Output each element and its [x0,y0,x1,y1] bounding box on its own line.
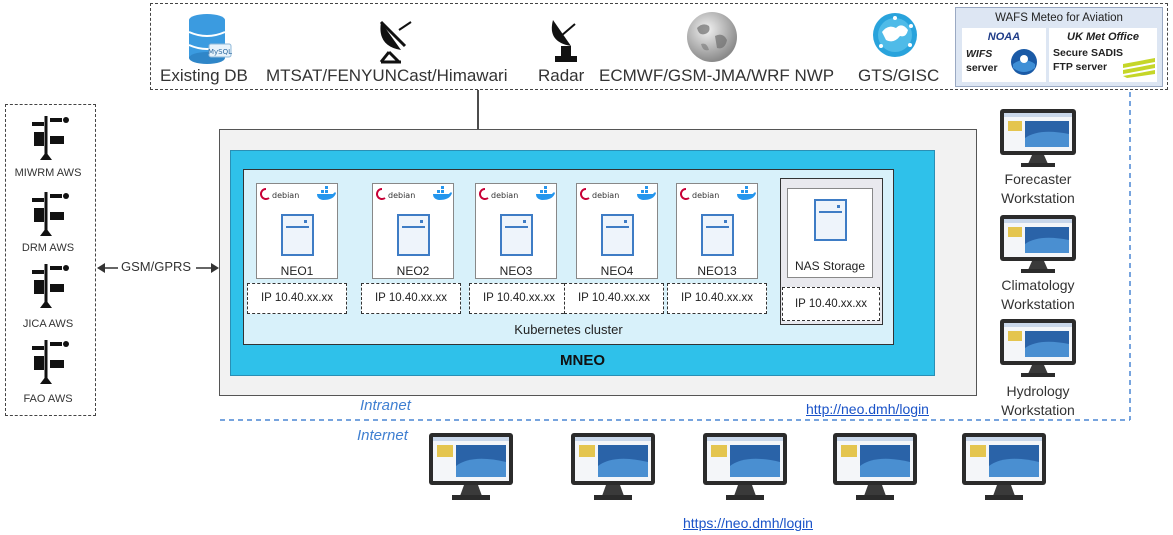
kubernetes-label: Kubernetes cluster [514,322,623,337]
noaa-logo-icon [1011,49,1037,75]
hydrology-label-2: Workstation [1001,402,1075,418]
server-icon [601,214,634,256]
node-neo4[interactable]: debian NEO4 [576,183,658,279]
globe-icon [687,12,737,62]
nas-ip: IP 10.40.xx.xx [782,287,880,321]
network-globe-icon [873,13,917,57]
server-icon [397,214,430,256]
wafs-panel: WAFS Meteo for Aviation NOAA WIFS server… [955,7,1163,87]
mysql-logo-text: MySQL [208,48,232,56]
noaa-server: server [966,62,998,74]
node-ip: IP 10.40.xx.xx [361,283,461,314]
intranet-url-link[interactable]: http://neo.dmh/login [806,401,929,417]
aws-fao: FAO AWS [23,393,73,405]
debian-logo-icon: debian [260,188,299,200]
client-monitor-icon [429,433,513,500]
ukmo-title: UK Met Office [1067,31,1139,43]
source-existing-db: Existing DB [160,66,248,85]
mneo-label: MNEO [560,352,605,369]
node-name: NEO13 [697,264,737,278]
docker-logo-icon [536,186,555,200]
node-name: NEO2 [396,264,430,278]
docker-logo-icon [317,186,336,200]
node-neo2[interactable]: debian NEO2 [372,183,454,279]
debian-logo-icon: debian [479,188,518,200]
internet-label: Internet [357,427,408,444]
node-ip: IP 10.40.xx.xx [564,283,664,314]
gsm-arrow [97,263,219,273]
node-ip: IP 10.40.xx.xx [667,283,767,314]
node-ip: IP 10.40.xx.xx [469,283,569,314]
radar-icon [551,20,577,62]
source-radar: Radar [538,66,585,85]
node-nas-storage[interactable]: NAS Storage [787,188,873,278]
data-sources-box [150,3,1168,90]
client-monitor-icon [833,433,917,500]
node-name: NEO3 [499,264,533,278]
svg-text:debian: debian [388,191,415,200]
nas-name: NAS Storage [794,259,866,273]
docker-logo-icon [737,186,756,200]
node-neo1[interactable]: debian NEO1 [256,183,338,279]
database-icon: MySQL [188,14,232,64]
ukmo-panel: UK Met Office Secure SADIS FTP server [1049,28,1157,82]
aws-miwrm: MIWRM AWS [14,167,82,179]
noaa-panel: NOAA WIFS server [962,28,1046,82]
docker-logo-icon [433,186,452,200]
aws-box [5,104,96,416]
debian-logo-icon: debian [680,188,719,200]
weather-station-icon [32,116,69,160]
weather-station-icon [32,264,69,308]
server-icon [814,199,847,241]
client-monitor-icon [703,433,787,500]
workstation-monitor-icon [1000,215,1076,273]
debian-logo-icon: debian [376,188,415,200]
client-monitor-icon [571,433,655,500]
noaa-wifs: WIFS [966,48,993,60]
internet-url-link[interactable]: https://neo.dmh/login [683,515,813,531]
docker-logo-icon [637,186,656,200]
server-icon [701,214,734,256]
forecaster-label-2: Workstation [1001,190,1075,206]
node-name: NEO1 [280,264,314,278]
climatology-label-1: Climatology [1001,277,1075,293]
ukmo-ftp: FTP server [1053,61,1108,73]
aws-drm: DRM AWS [21,242,75,254]
ukmo-logo-icon [1123,58,1155,78]
intranet-label: Intranet [360,397,411,414]
node-neo3[interactable]: debian NEO3 [475,183,557,279]
node-neo13[interactable]: debian NEO13 [676,183,758,279]
svg-text:debian: debian [491,191,518,200]
aws-jica: JICA AWS [22,318,74,330]
workstation-monitor-icon [1000,319,1076,377]
source-gts: GTS/GISC [858,66,940,85]
source-satellite: MTSAT/FENYUNCast/Himawari [266,66,508,85]
weather-station-icon [32,192,69,236]
workstation-monitor-icon [1000,109,1076,167]
node-ip: IP 10.40.xx.xx [247,283,347,314]
debian-logo-icon: debian [580,188,619,200]
climatology-label-2: Workstation [1001,296,1075,312]
svg-text:debian: debian [592,191,619,200]
noaa-title: NOAA [987,31,1021,43]
satellite-dish-icon [379,20,412,64]
server-icon [500,214,533,256]
hydrology-label-1: Hydrology [1006,383,1070,399]
ukmo-sadis: Secure SADIS [1053,47,1124,59]
weather-station-icon [32,340,69,384]
wafs-title: WAFS Meteo for Aviation [995,12,1123,24]
gsm-label: GSM/GPRS [121,259,192,274]
source-nwp: ECMWF/GSM-JMA/WRF NWP [599,66,835,85]
svg-text:debian: debian [692,191,719,200]
client-monitor-icon [962,433,1046,500]
server-icon [281,214,314,256]
node-name: NEO4 [600,264,634,278]
forecaster-label-1: Forecaster [1004,171,1072,187]
svg-text:debian: debian [272,191,299,200]
